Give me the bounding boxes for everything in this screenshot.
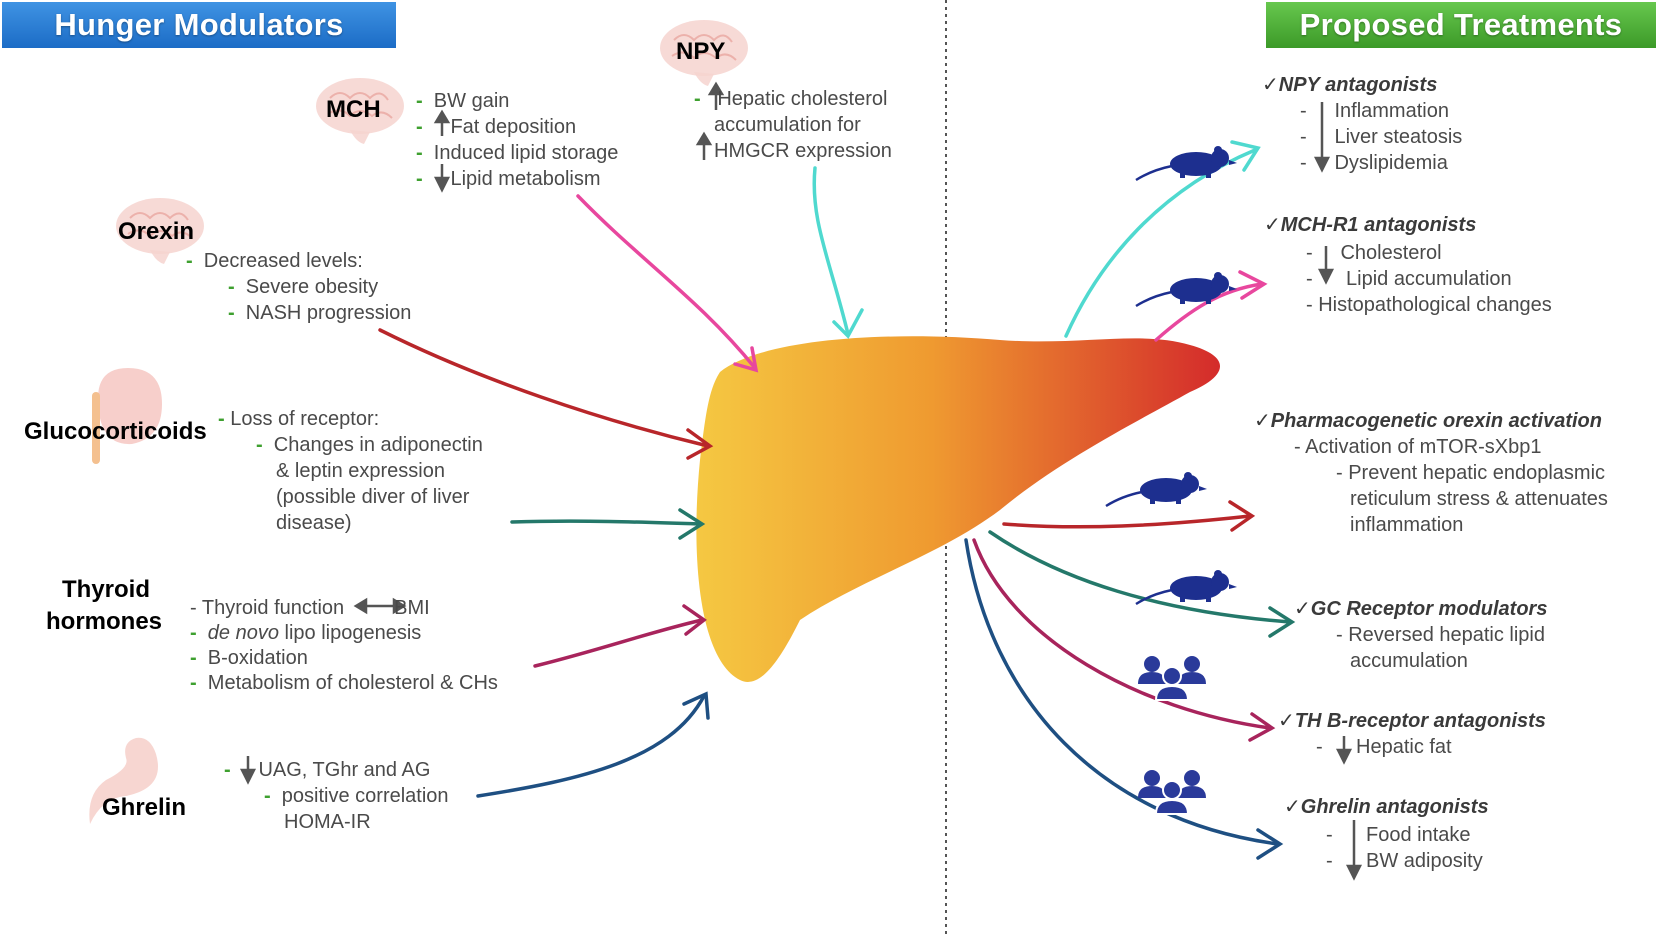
gc-treat-1: - Reversed hepatic lipid (1336, 624, 1545, 646)
proposed-treatments-header: Proposed Treatments (1266, 2, 1656, 48)
glucocorticoids-label: Glucocorticoids (24, 418, 207, 445)
npy-treat-2: - Liver steatosis (1300, 126, 1463, 148)
up-arrow-icon (695, 131, 713, 160)
th-antagonists-title: ✓TH B-receptor antagonists (1278, 710, 1546, 732)
mch-treat-3: - Histopathological changes (1306, 294, 1552, 316)
gc-modulators-title: ✓GC Receptor modulators (1294, 598, 1548, 620)
mch-antagonists-title: ✓MCH-R1 antagonists (1264, 214, 1477, 236)
th-treat-1: - Hepatic fat (1316, 736, 1452, 758)
ghrelin-treat-1: - Food intake (1326, 824, 1471, 846)
orexin-effect-1: - Decreased levels: (186, 250, 363, 272)
up-arrow-icon (707, 81, 725, 110)
people-icon (1137, 769, 1207, 815)
arrow-thyroid-in (533, 618, 704, 668)
mouse-icon (1104, 470, 1209, 508)
ghrelin-treat-2: - BW adiposity (1326, 850, 1483, 872)
npy-effect-1: - Hepatic cholesterol (694, 88, 888, 110)
down-arrow-icon (1335, 736, 1353, 765)
gc-treat-2: accumulation (1350, 650, 1468, 672)
mch-treat-2: - Lipid accumulation (1306, 268, 1512, 290)
ghrelin-effect-1: - UAG, TGhr and AG (224, 759, 431, 781)
mch-effect-4: - Lipid metabolism (416, 168, 601, 190)
arrow-ghrelin-in (476, 694, 706, 798)
arrow-npy-out (1064, 148, 1257, 338)
double-arrow-icon (353, 597, 407, 615)
mch-effect-3: - Induced lipid storage (416, 142, 619, 164)
stomach-icon (89, 737, 158, 824)
up-arrow-icon (433, 109, 451, 136)
arrow-gc-in (510, 519, 702, 526)
gc-effect-1: - Loss of receptor: (218, 408, 380, 430)
mch-label: MCH (326, 96, 381, 123)
thyroid-effect-2: - de novo lipo lipogenesis (190, 622, 422, 644)
ghrelin-effect-3: HOMA-IR (284, 811, 371, 833)
orexin-treat-2: - Prevent hepatic endoplasmic (1336, 462, 1606, 484)
arrow-orexin-out (1002, 514, 1252, 529)
liver-shape (696, 336, 1220, 682)
orexin-activation-title: ✓Pharmacogenetic orexin activation (1254, 410, 1602, 432)
orexin-treat-4: inflammation (1350, 514, 1464, 536)
arrow-ghrelin-out (964, 538, 1280, 846)
mch-effect-1: - BW gain (416, 90, 510, 112)
hunger-modulators-header: Hunger Modulators (2, 2, 396, 48)
npy-antagonists-title: ✓NPY antagonists (1262, 74, 1438, 96)
orexin-effect-3: - NASH progression (228, 302, 412, 324)
thyroid-label-2: hormones (46, 608, 163, 635)
npy-treat-1: - Inflammation (1300, 100, 1449, 122)
arrow-npy-in (812, 166, 850, 336)
arrow-th-out (972, 538, 1272, 730)
gc-effect-4: (possible diver of liver (276, 486, 470, 508)
ghrelin-antagonists-title: ✓Ghrelin antagonists (1284, 796, 1489, 818)
down-arrow-icon (1317, 246, 1335, 285)
npy-label: NPY (676, 38, 726, 65)
adrenal-icon (92, 368, 162, 464)
thyroid-effect-3: - B-oxidation (190, 647, 308, 669)
gc-effect-5: disease) (276, 512, 352, 534)
down-arrow-icon (239, 756, 257, 785)
down-arrow-icon (1345, 820, 1363, 881)
orexin-effect-2: - Severe obesity (228, 276, 379, 298)
mouse-icon (1134, 270, 1239, 308)
orexin-label: Orexin (118, 218, 195, 245)
npy-effect-3: HMGCR expression (714, 140, 892, 162)
thyroid-effect-1: - Thyroid function BMI (190, 597, 430, 619)
npy-treat-3: - Dyslipidemia (1300, 152, 1448, 174)
orexin-treat-3: reticulum stress & attenuates (1350, 488, 1608, 510)
npy-effect-2: accumulation for (714, 114, 861, 136)
down-arrow-icon (1313, 102, 1331, 173)
thyroid-effect-4: - Metabolism of cholesterol & CHs (190, 672, 498, 694)
mouse-icon (1134, 144, 1239, 182)
orexin-treat-1: - Activation of mTOR-sXbp1 (1294, 436, 1542, 458)
mch-effect-2: - Fat deposition (416, 116, 577, 138)
arrow-mch-in (576, 194, 757, 370)
down-arrow-icon (433, 164, 451, 193)
gc-effect-2: - Changes in adiponectin (256, 434, 483, 456)
arrow-gc-out (988, 530, 1292, 624)
arrow-orexin-in (378, 328, 710, 448)
thyroid-label-1: Thyroid (62, 576, 150, 603)
gc-effect-3: & leptin expression (276, 460, 445, 482)
ghrelin-effect-2: - positive correlation (264, 785, 449, 807)
mch-treat-1: - Cholesterol (1306, 242, 1442, 264)
people-icon (1137, 655, 1207, 701)
ghrelin-label: Ghrelin (102, 794, 187, 821)
